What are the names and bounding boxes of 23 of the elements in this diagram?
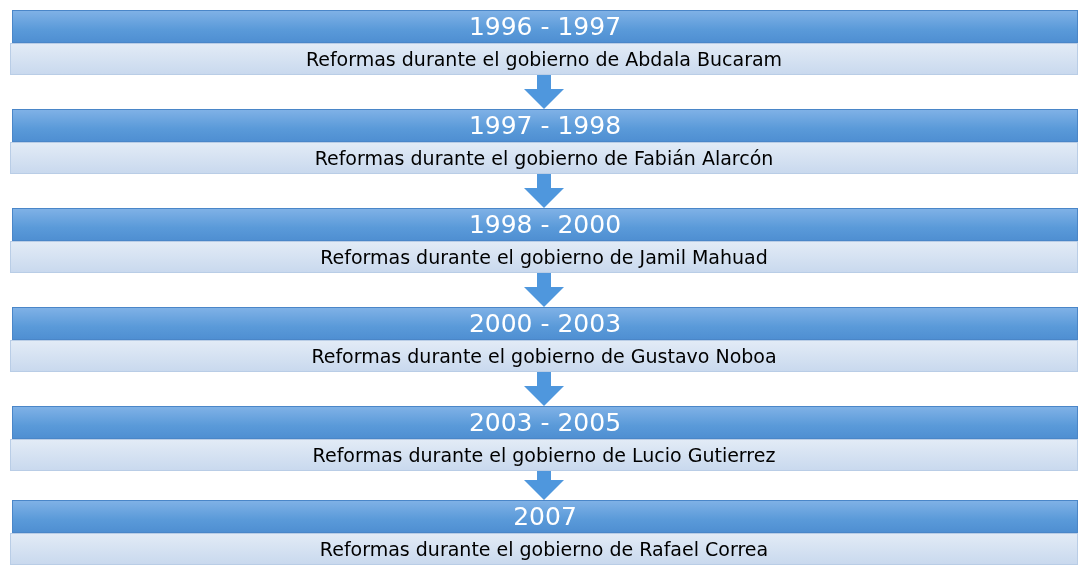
- year-range: 2000 - 2003: [468, 308, 622, 339]
- down-arrow: [524, 75, 564, 109]
- stage-description: Reformas durante el gobierno de Gustavo Noboa: [311, 344, 777, 369]
- stage-description: Reformas durante el gobierno de Rafael Correa: [319, 537, 769, 562]
- down-arrow: [524, 372, 564, 406]
- timeline-stage: [10, 500, 1078, 565]
- stage-description: Reformas durante el gobierno de Fabián Alarcón: [314, 146, 774, 171]
- timeline-stage: [10, 406, 1078, 471]
- year-range: 2007: [513, 501, 577, 532]
- year-range: 2003 - 2005: [468, 407, 622, 438]
- stage-description: Reformas durante el gobierno de Abdala Bucaram: [305, 47, 783, 72]
- year-range: 1996 - 1997: [468, 11, 622, 42]
- down-arrow: [524, 273, 564, 307]
- stage-description: Reformas durante el gobierno de Jamil Mahuad: [320, 245, 768, 270]
- timeline-stage: [10, 307, 1078, 372]
- down-arrow: [524, 471, 564, 500]
- timeline-stage: [10, 10, 1078, 75]
- down-arrow: [524, 174, 564, 208]
- year-range: 1998 - 2000: [468, 209, 622, 240]
- timeline-stage: [10, 109, 1078, 174]
- year-range: 1997 - 1998: [468, 110, 622, 141]
- timeline-stage: [10, 208, 1078, 273]
- stage-description: Reformas durante el gobierno de Lucio Gutierrez: [312, 443, 776, 468]
